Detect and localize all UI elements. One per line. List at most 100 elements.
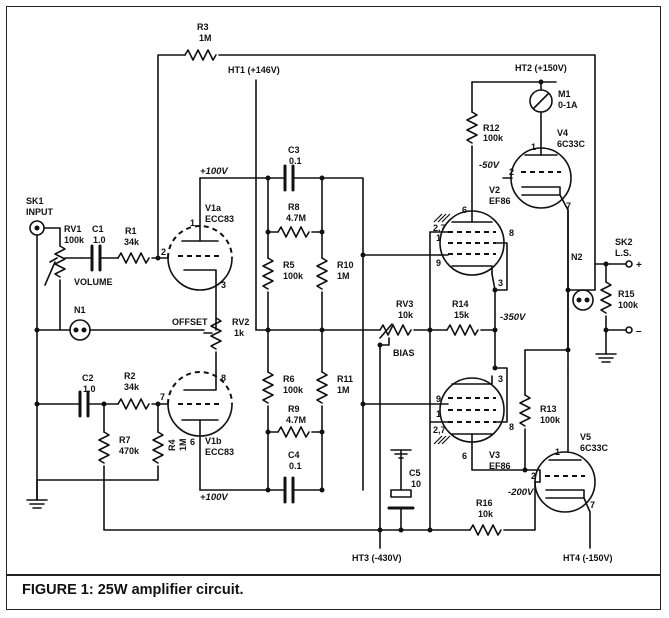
svg-text:C2: C2 bbox=[82, 373, 94, 383]
resistor-r8: R8 4.7M bbox=[265, 177, 325, 238]
svg-text:-50V: -50V bbox=[479, 160, 500, 171]
svg-text:10: 10 bbox=[411, 479, 421, 489]
svg-text:0.1: 0.1 bbox=[289, 461, 302, 471]
svg-text:1: 1 bbox=[436, 233, 441, 243]
resistor-r16: R16 10k bbox=[469, 481, 536, 536]
svg-text:ECC83: ECC83 bbox=[205, 214, 234, 224]
svg-text:V1b: V1b bbox=[205, 436, 222, 446]
ht1-wire: HT1 (+146V) bbox=[228, 65, 280, 331]
svg-text:-350V: -350V bbox=[500, 312, 526, 323]
svg-text:-200V: -200V bbox=[508, 487, 534, 498]
svg-text:OFFSET: OFFSET bbox=[172, 317, 208, 327]
svg-text:0-1A: 0-1A bbox=[558, 100, 578, 110]
svg-text:RV2: RV2 bbox=[232, 317, 249, 327]
svg-text:15k: 15k bbox=[454, 310, 470, 320]
svg-text:4.7M: 4.7M bbox=[286, 415, 306, 425]
svg-text:R3: R3 bbox=[197, 22, 209, 32]
capacitor-c2: C2 1.0 bbox=[34, 373, 119, 418]
svg-text:C1: C1 bbox=[92, 224, 104, 234]
svg-text:2,7: 2,7 bbox=[433, 425, 446, 435]
svg-text:2: 2 bbox=[531, 471, 536, 481]
valve-v1b: 8 7 6 V1b ECC83 bbox=[160, 371, 234, 491]
svg-text:6: 6 bbox=[462, 451, 467, 461]
wire-anode-v1b: +100V bbox=[199, 487, 286, 503]
svg-text:V4: V4 bbox=[557, 128, 568, 138]
neon-n2: N2 bbox=[571, 252, 594, 311]
svg-text:1M: 1M bbox=[337, 271, 350, 281]
svg-text:C3: C3 bbox=[288, 145, 300, 155]
svg-text:R11: R11 bbox=[337, 374, 353, 384]
resistor-r1: R1 34k bbox=[117, 226, 169, 264]
svg-text:+: + bbox=[636, 260, 642, 271]
svg-text:10k: 10k bbox=[478, 509, 494, 519]
svg-text:N1: N1 bbox=[74, 305, 86, 315]
svg-text:100k: 100k bbox=[283, 271, 304, 281]
svg-text:SK1: SK1 bbox=[26, 196, 44, 206]
svg-text:HT4 (-150V): HT4 (-150V) bbox=[563, 553, 613, 563]
svg-text:100k: 100k bbox=[540, 415, 561, 425]
svg-text:R9: R9 bbox=[288, 404, 300, 414]
svg-text:R13: R13 bbox=[540, 404, 557, 414]
svg-text:6C33C: 6C33C bbox=[557, 139, 586, 149]
svg-text:R6: R6 bbox=[283, 374, 295, 384]
ht3-rail: HT3 (-430V) bbox=[352, 529, 402, 563]
svg-text:R14: R14 bbox=[452, 299, 469, 309]
resistor-r11: R11 1M bbox=[316, 371, 353, 493]
svg-text:3: 3 bbox=[498, 278, 503, 288]
svg-text:ECC83: ECC83 bbox=[205, 447, 234, 457]
caption-divider bbox=[6, 574, 661, 576]
svg-text:1: 1 bbox=[190, 218, 195, 228]
resistor-r4: R4 1M bbox=[36, 403, 188, 481]
wire-grid-v3 bbox=[360, 401, 441, 407]
svg-text:1M: 1M bbox=[337, 385, 350, 395]
svg-text:3: 3 bbox=[221, 280, 226, 290]
svg-text:+100V: +100V bbox=[200, 492, 228, 503]
svg-text:1: 1 bbox=[555, 447, 560, 457]
output-node bbox=[565, 209, 596, 351]
svg-text:8: 8 bbox=[509, 228, 514, 238]
svg-text:INPUT: INPUT bbox=[26, 207, 54, 217]
svg-text:7: 7 bbox=[590, 500, 595, 510]
resistor-r15: R15 100k bbox=[600, 263, 639, 331]
svg-text:34k: 34k bbox=[124, 237, 140, 247]
svg-text:7: 7 bbox=[160, 392, 165, 402]
svg-text:M1: M1 bbox=[558, 89, 571, 99]
svg-text:RV3: RV3 bbox=[396, 299, 413, 309]
svg-text:6C33C: 6C33C bbox=[580, 443, 609, 453]
capacitor-c4: C4 0.1 bbox=[283, 450, 323, 504]
svg-text:R5: R5 bbox=[283, 260, 295, 270]
svg-text:1M: 1M bbox=[199, 33, 212, 43]
valve-v3: 9 1 2,7 3 8 6 V3 EF86 bbox=[429, 329, 541, 483]
capacitor-c3: C3 0.1 bbox=[283, 145, 364, 491]
resistor-r14: R14 15k bbox=[429, 299, 496, 336]
svg-text:1: 1 bbox=[531, 142, 536, 152]
svg-text:0.1: 0.1 bbox=[289, 156, 302, 166]
resistor-r2: R2 34k bbox=[117, 371, 169, 410]
svg-text:100k: 100k bbox=[483, 133, 504, 143]
svg-text:BIAS: BIAS bbox=[393, 348, 415, 358]
wire-anode-v1a: +100V bbox=[199, 166, 286, 181]
svg-text:R12: R12 bbox=[483, 123, 500, 133]
resistor-r7: R7 470k bbox=[98, 403, 471, 531]
svg-text:R2: R2 bbox=[124, 371, 136, 381]
svg-text:100k: 100k bbox=[283, 385, 304, 395]
svg-text:R8: R8 bbox=[288, 202, 300, 212]
svg-text:7: 7 bbox=[566, 201, 571, 211]
pot-rv3-bias: RV3 10k BIAS bbox=[377, 299, 433, 531]
resistor-r9: R9 4.7M bbox=[267, 404, 323, 438]
svg-text:1.0: 1.0 bbox=[83, 384, 96, 394]
svg-text:R10: R10 bbox=[337, 260, 354, 270]
svg-text:9: 9 bbox=[436, 258, 441, 268]
valve-v2: V2 EF86 6 2,7 1 9 8 3 -350V bbox=[429, 185, 526, 531]
ht4-rail: HT4 (-150V) bbox=[563, 553, 613, 563]
svg-text:10k: 10k bbox=[398, 310, 414, 320]
svg-text:EF86: EF86 bbox=[489, 196, 511, 206]
svg-text:4.7M: 4.7M bbox=[286, 213, 306, 223]
svg-text:+100V: +100V bbox=[200, 166, 228, 177]
svg-text:C5: C5 bbox=[409, 468, 421, 478]
resistor-r3: R3 1M bbox=[197, 22, 212, 43]
svg-text:R7: R7 bbox=[119, 435, 131, 445]
svg-text:1.0: 1.0 bbox=[93, 235, 106, 245]
valve-v1a: V1a ECC83 1 2 3 bbox=[161, 177, 234, 331]
